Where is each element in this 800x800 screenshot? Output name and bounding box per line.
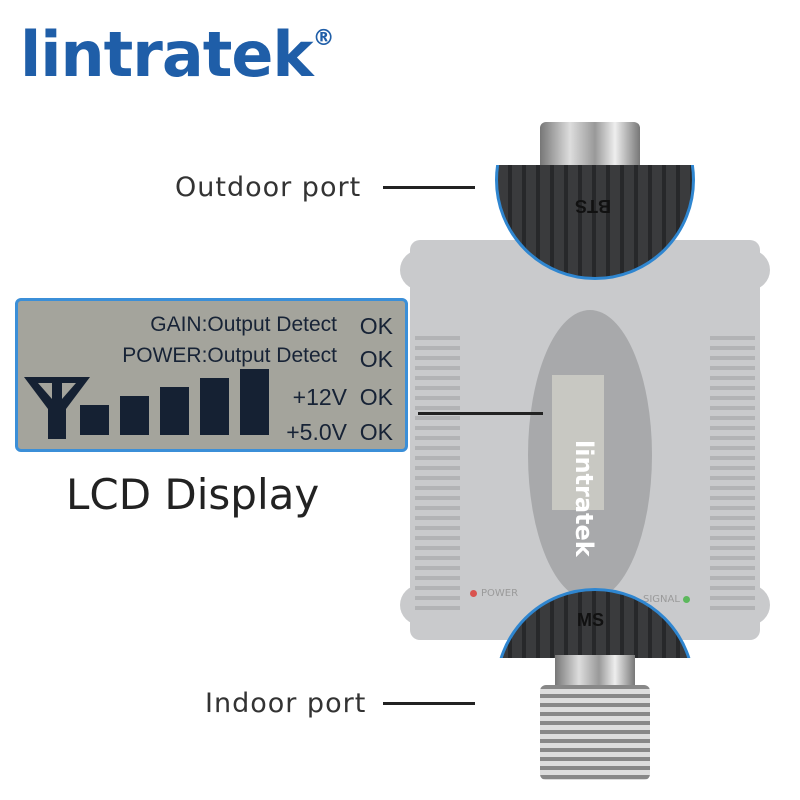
device-logo: lintratek: [570, 440, 598, 557]
indoor-port-label: Indoor port: [205, 688, 367, 719]
signal-led: SIGNAL: [643, 594, 694, 605]
lcd-row-status: OK: [359, 346, 393, 372]
cooling-ribs: [415, 330, 460, 610]
device-lcd: [552, 375, 604, 510]
power-led-dot: [470, 589, 477, 597]
lcd-closeup: GAIN:Output Detect OK POWER:Output Detec…: [15, 298, 408, 452]
indoor-port-pointer: [383, 702, 475, 705]
signal-bar: [80, 405, 109, 435]
lcd-row-status: OK: [359, 384, 393, 410]
signal-bar: [160, 387, 189, 435]
signal-bar: [120, 396, 149, 435]
lcd-row-label: +12V: [292, 384, 347, 410]
outdoor-port-label: Outdoor port: [175, 172, 362, 203]
lcd-pointer: [418, 412, 543, 415]
lcd-row-status: OK: [359, 313, 393, 339]
lcd-row-label: POWER:Output Detect: [122, 344, 337, 367]
power-led: POWER: [470, 588, 518, 599]
signal-bar: [240, 369, 269, 435]
indoor-connector-neck: [555, 655, 635, 685]
lcd-row-label: GAIN:Output Detect: [150, 313, 337, 336]
lcd-row-status: OK: [359, 419, 393, 445]
signal-bar: [200, 378, 229, 435]
outdoor-port: BTS: [495, 165, 695, 290]
ms-label: MS: [577, 610, 604, 630]
cooling-ribs: [710, 330, 755, 610]
antenna-icon: [24, 377, 90, 439]
outdoor-port-pointer: [383, 186, 475, 189]
signal-led-dot: [683, 595, 691, 603]
indoor-connector: [540, 685, 650, 780]
indoor-port: MS: [495, 588, 695, 658]
lcd-row-label: +5.0V: [286, 419, 347, 445]
lcd-display-label: LCD Display: [66, 470, 320, 519]
brand-logo: lintratek®: [20, 18, 335, 91]
bts-label: BTS: [575, 196, 611, 216]
